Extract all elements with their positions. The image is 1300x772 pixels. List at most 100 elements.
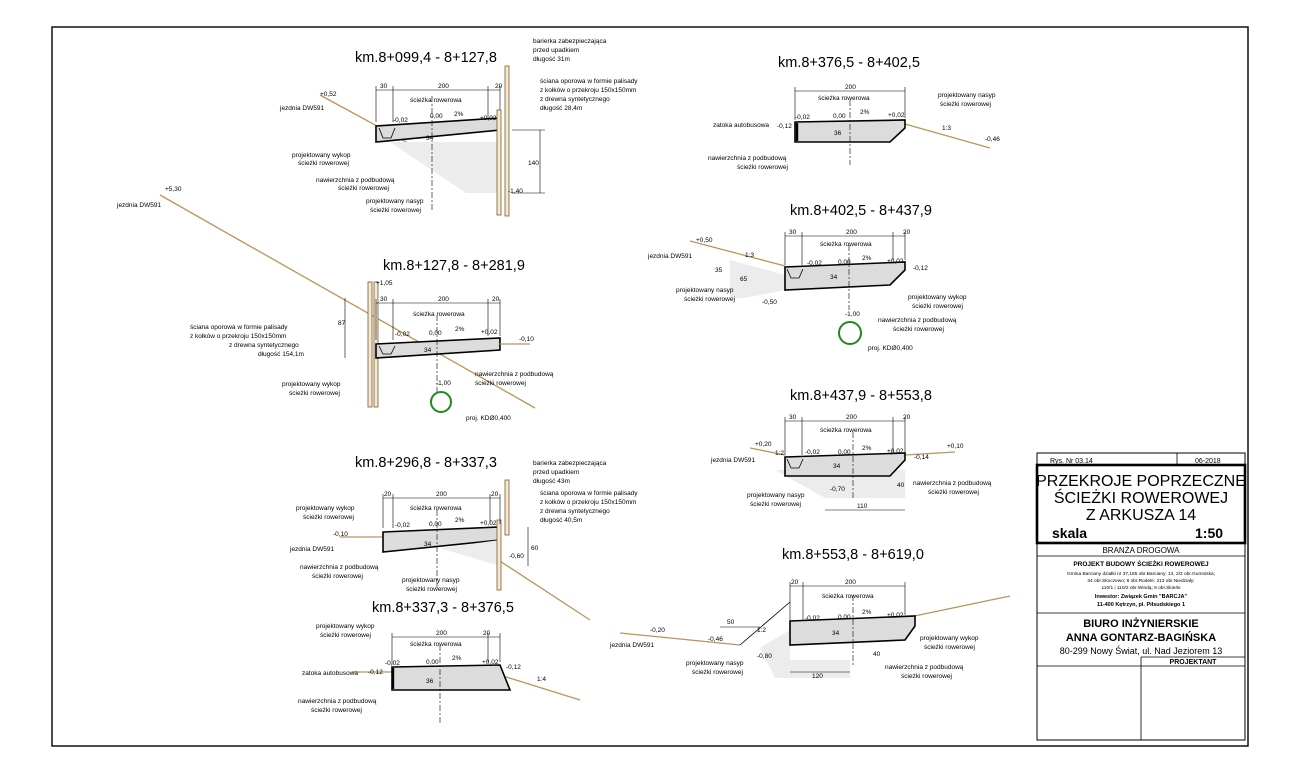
surface-note-2: ścieżki rowerowej: [475, 380, 526, 387]
dim-30: 30: [789, 229, 797, 236]
dim-200: 200: [845, 579, 856, 586]
wall-note-4: długość 40,5m: [540, 517, 582, 524]
dim-20: 20: [491, 491, 499, 498]
elev-bay: -0,12: [368, 669, 383, 676]
elev-right: +0,02: [887, 448, 904, 455]
section-km-8-099: km.8+099,4 - 8+127,8 30 200 20 ścieżka r…: [159, 38, 638, 409]
slope-label: 2%: [860, 109, 870, 116]
elev-mid: 0,00: [426, 659, 439, 666]
section-title: km.8+099,4 - 8+127,8: [355, 50, 497, 66]
section-title: km.8+337,3 - 8+376,5: [372, 600, 514, 616]
fill-note-2: ścieżki rowerowej: [940, 101, 991, 108]
pipe-icon: [838, 321, 862, 345]
wall-note: ściana oporowa w formie palisady: [540, 78, 638, 85]
dim-65: 65: [740, 276, 748, 283]
wall-note-2: z kołków o przekroju 150x150mm: [540, 499, 636, 506]
dim-87: 87: [338, 320, 346, 327]
road-label: jezdnia DW591: [609, 642, 654, 649]
cut-note-2: ścieżki rowerowej: [912, 303, 963, 310]
elev-left: -0,02: [385, 660, 400, 667]
dim-120: 120: [812, 673, 823, 680]
path-label: ścieżka rowerowa: [410, 97, 462, 104]
cut-note-2: ścieżki rowerowej: [289, 390, 340, 397]
elev-mid: 0,00: [429, 330, 442, 337]
dim-20: 20: [483, 630, 491, 637]
slope-label: 2%: [862, 255, 872, 262]
drawing-date: 06-2018: [1195, 458, 1221, 465]
path-label: ścieżka rowerowa: [410, 641, 462, 648]
section-title: km.8+402,5 - 8+437,9: [790, 203, 932, 219]
section-km-8-296: km.8+296,8 - 8+337,3 20 200 20 ścieżka r…: [289, 455, 638, 621]
dim-20: 20: [903, 229, 911, 236]
surface-note: nawierzchnia z podbudową: [885, 664, 964, 671]
slope-ratio: 1:2: [757, 627, 766, 634]
elev-left: -0,02: [395, 331, 410, 338]
dim-110: 110: [857, 503, 868, 510]
office-address: 80-299 Nowy Świat, ul. Nad Jeziorem 13: [1060, 645, 1223, 656]
dim-20: 20: [791, 579, 799, 586]
layer-depth: 34: [426, 135, 434, 142]
wall-note-3: z drewna syntetycznego: [540, 508, 610, 515]
surface-note: nawierzchnia z podbudową: [708, 155, 787, 162]
section-km-8-553: km.8+553,8 - 8+619,0 20 200 ścieżka rowe…: [609, 547, 1011, 680]
layer-depth: 34: [833, 463, 841, 470]
wall-note-4: długość 154,1m: [258, 351, 304, 358]
fill-note: projektowany nasyp: [402, 577, 460, 584]
dim-40: 40: [897, 482, 905, 489]
plots-line-2: 34 obr.Skoczewo; 8 obr.Rodele; 213 obr.N…: [1087, 578, 1194, 584]
fill-note-2: ścieżki rowerowej: [370, 207, 421, 214]
layer-depth: 36: [426, 678, 434, 685]
slope-label: 2%: [452, 655, 462, 662]
office-name-1: BIURO INŻYNIERSKIE: [1083, 617, 1199, 630]
cut-note: projektowany wykop: [282, 381, 341, 388]
elev-right: +0,02: [888, 112, 905, 119]
elev-top: +0,20: [755, 441, 772, 448]
slope-label: 2%: [862, 609, 872, 616]
elev-mid: 0,00: [838, 449, 851, 456]
road-far: +5,30 jezdnia DW591: [116, 186, 182, 209]
elev-left: -0,02: [393, 117, 408, 124]
elev-right: +0,02: [480, 520, 497, 527]
elev-end: -0,12: [913, 265, 928, 272]
fill-note: projektowany nasyp: [686, 660, 744, 667]
dim-20: 20: [495, 83, 503, 90]
dim-200: 200: [436, 491, 447, 498]
dim-30: 30: [789, 414, 797, 421]
section-title: km.8+296,8 - 8+337,3: [355, 455, 497, 471]
wall-note: ściana oporowa w formie palisady: [190, 324, 288, 331]
drawing-title-3: Z ARKUSZA 14: [1086, 507, 1196, 524]
fill-note: projektowany nasyp: [938, 92, 996, 99]
section-title: km.8+437,9 - 8+553,8: [790, 388, 932, 404]
section-title: km.8+376,5 - 8+402,5: [778, 55, 920, 71]
surface-note: nawierzchnia z podbudową: [475, 371, 554, 378]
bay-label: zatoka autobusowa: [713, 122, 769, 129]
slope-ratio: 1:3: [745, 252, 754, 259]
layer-depth: 34: [832, 630, 840, 637]
surface-note-2: ścieżki rowerowej: [928, 489, 979, 496]
designer-label: PROJEKTANT: [1170, 659, 1218, 666]
dim-200: 200: [846, 229, 857, 236]
project-label: PROJEKT BUDOWY ŚCIEŻKI ROWEROWEJ: [1073, 559, 1209, 568]
barrier-note-3: długość 43m: [533, 478, 570, 485]
elev-left: -0,02: [395, 522, 410, 529]
elev-low: -0,50: [762, 299, 777, 306]
barrier-note: barierka zabezpieczająca: [533, 460, 607, 467]
cut-note: projektowany wykop: [292, 152, 351, 159]
elev-road: -0,20: [650, 627, 665, 634]
elev-right: +0,02: [480, 115, 497, 122]
elev-right: +0,02: [887, 612, 904, 619]
elev-bottom: -1,40: [508, 188, 523, 195]
scale-label: skala: [1052, 525, 1087, 541]
dim-50: 50: [727, 619, 735, 626]
path-label: ścieżka rowerowa: [820, 241, 872, 248]
surface-note: nawierzchnia z podbudową: [316, 177, 395, 184]
elev-mid: 0,00: [430, 113, 443, 120]
section-km-8-127: km.8+127,8 - 8+281,9 30 200 20 ścieżka r…: [190, 258, 554, 422]
plots-line-1: Gmina Barciany działki nr 37,185 obr.Bar…: [1067, 571, 1215, 577]
surface-note-2: ścieżki rowerowej: [737, 164, 788, 171]
surface-note: nawierzchnia z podbudową: [913, 480, 992, 487]
elev-pipe: -1,00: [845, 311, 860, 318]
slope-label: 2%: [455, 517, 465, 524]
fill-note-2: ścieżki rowerowej: [684, 296, 735, 303]
dim-200: 200: [436, 630, 447, 637]
